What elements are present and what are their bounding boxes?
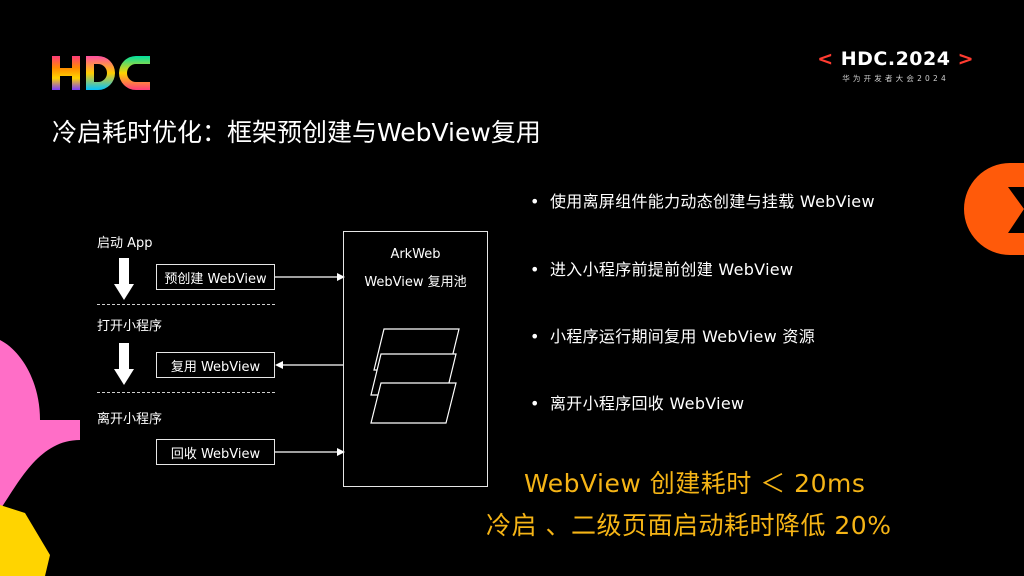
recycle-webview-box: 回收 WebView <box>156 439 275 465</box>
event-name: HDC.2024 <box>840 48 951 70</box>
step-leave-label: 离开小程序 <box>97 412 163 427</box>
dashed-divider <box>97 392 275 393</box>
bracket-open: < <box>817 48 834 70</box>
bullet-text: 进入小程序前提前创建 WebView <box>550 260 794 279</box>
bullet-item: •使用离屏组件能力动态创建与挂载 WebView <box>530 192 875 211</box>
down-arrow-icon <box>114 343 134 385</box>
webview-pool-box: ArkWeb WebView 复用池 <box>343 231 488 487</box>
decor-pink-shape-left <box>0 340 80 510</box>
hdc-logo <box>52 56 150 90</box>
decor-orange-shape-right <box>964 163 1024 255</box>
slide-title: 冷启耗时优化：框架预创建与WebView复用 <box>52 118 541 147</box>
highlight-creation-time: WebView 创建耗时 ＜ 20ms <box>524 469 866 498</box>
down-arrow-icon <box>114 258 134 300</box>
precreate-webview-box: 预创建 WebView <box>156 264 275 290</box>
bullet-text: 使用离屏组件能力动态创建与挂载 WebView <box>550 192 875 211</box>
step-start-label: 启动 App <box>97 236 153 251</box>
bullet-item: •小程序运行期间复用 WebView 资源 <box>530 327 816 346</box>
bullet-text: 离开小程序回收 WebView <box>550 394 745 413</box>
highlight-launch-improvement: 冷启 、二级页面启动耗时降低 20% <box>486 511 892 540</box>
reuse-webview-box: 复用 WebView <box>156 352 275 378</box>
bullet-item: •进入小程序前提前创建 WebView <box>530 260 794 279</box>
event-badge: < HDC.2024 > 华为开发者大会2024 <box>817 48 974 84</box>
stacked-pages-icon <box>370 328 460 424</box>
pool-title: ArkWeb <box>390 247 441 262</box>
dashed-divider <box>97 304 275 305</box>
pool-subtitle: WebView 复用池 <box>364 275 467 290</box>
connector-arrows <box>275 273 345 456</box>
decor-yellow-shape-left <box>0 505 50 576</box>
step-open-label: 打开小程序 <box>97 319 163 334</box>
bullet-item: •离开小程序回收 WebView <box>530 394 745 413</box>
bracket-close: > <box>957 48 974 70</box>
event-subtitle: 华为开发者大会2024 <box>842 74 949 83</box>
bullet-text: 小程序运行期间复用 WebView 资源 <box>550 327 816 346</box>
